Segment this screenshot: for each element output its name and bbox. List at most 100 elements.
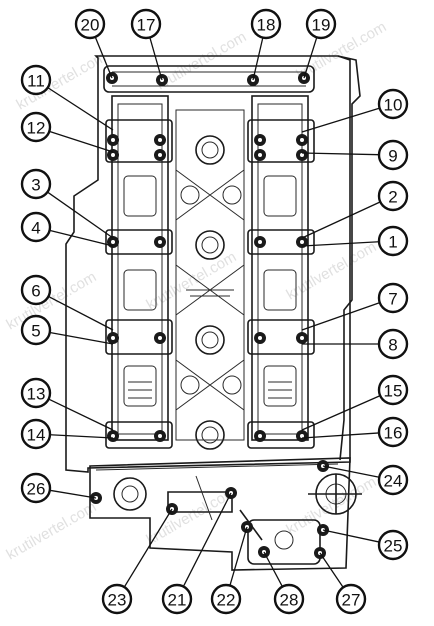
callout-circle (20, 377, 52, 409)
leader-line (94, 36, 113, 79)
callout-1: 1 (301, 225, 409, 257)
callout-number: 22 (217, 591, 236, 610)
callout-14: 14 (20, 418, 114, 450)
callout-number: 21 (168, 591, 187, 610)
bolt-icon (154, 149, 166, 161)
callout-12: 12 (20, 111, 114, 153)
callout-number: 12 (27, 119, 46, 138)
callout-18: 18 (250, 8, 282, 81)
callout-number: 11 (27, 72, 45, 91)
callout-circle (20, 274, 52, 306)
callout-number: 5 (31, 322, 40, 341)
callout-circle (377, 225, 409, 257)
watermark-layer: krutilvertel.com krutilvertel.com krutil… (4, 18, 390, 563)
bolt-icon (254, 332, 266, 344)
callout-circle (210, 583, 242, 615)
callout-13: 13 (20, 377, 114, 431)
callout-circle (20, 168, 52, 200)
bolt-icon (154, 332, 166, 344)
callout-number: 7 (388, 290, 397, 309)
callout-number: 8 (388, 336, 397, 355)
callout-28: 28 (263, 551, 305, 615)
leader-line (229, 526, 248, 586)
callout-circle (20, 211, 52, 243)
callout-circle (377, 464, 409, 496)
callout-number: 26 (27, 480, 46, 499)
callout-8: 8 (302, 328, 409, 360)
bolt-icon (154, 134, 166, 146)
callout-circle (377, 529, 409, 561)
bolt-icon (107, 430, 119, 442)
bolt-icon (154, 430, 166, 442)
callout-circle (335, 583, 367, 615)
spark-plug-wells (180, 135, 242, 450)
callout-circle (20, 418, 52, 450)
leader-line (301, 201, 381, 239)
callout-circle (130, 8, 162, 40)
callout-9: 9 (301, 139, 409, 171)
leader-line (47, 191, 114, 239)
callout-number: 28 (280, 591, 299, 610)
callout-number: 15 (384, 382, 403, 401)
callout-16: 16 (301, 416, 409, 448)
leader-line (49, 130, 114, 153)
bolt-icon (254, 134, 266, 146)
leader-line (49, 489, 97, 499)
callout-number: 23 (108, 591, 127, 610)
callout-circle (377, 416, 409, 448)
callout-circle (250, 8, 282, 40)
callout-number: 25 (384, 537, 403, 556)
leader-line (301, 241, 380, 247)
callout-21: 21 (161, 492, 232, 615)
watermark-text: krutilvertel.com (4, 268, 100, 333)
watermark-text: krutilvertel.com (284, 238, 380, 303)
bolt-icon (296, 236, 308, 248)
callout-circle (101, 583, 133, 615)
callout-circle (273, 583, 305, 615)
leader-line (149, 37, 163, 81)
callout-number: 20 (81, 16, 100, 35)
callout-circle (377, 139, 409, 171)
bolt-icon (296, 430, 308, 442)
watermark-text: krutilvertel.com (4, 498, 100, 563)
callout-number: 24 (384, 472, 403, 491)
callout-20: 20 (74, 8, 113, 79)
leader-line (48, 398, 114, 431)
callout-3: 3 (20, 168, 114, 239)
callout-22: 22 (210, 526, 248, 615)
callout-circle (20, 314, 52, 346)
callout-number: 3 (31, 176, 40, 195)
leader-line (263, 551, 283, 587)
callout-circle (74, 8, 106, 40)
callout-number: 2 (388, 188, 397, 207)
callout-number: 19 (312, 16, 331, 35)
watermark-text: krutilvertel.com (144, 483, 240, 548)
callout-25: 25 (322, 529, 409, 561)
callout-15: 15 (301, 374, 409, 431)
callout-circle (377, 180, 409, 212)
callout-number: 10 (384, 96, 403, 115)
callout-11: 11 (20, 64, 114, 131)
callout-6: 6 (20, 274, 114, 331)
bolt-icon (296, 332, 308, 344)
callout-19: 19 (303, 8, 337, 79)
leader-line (301, 107, 380, 133)
leader-line (319, 552, 344, 588)
callout-23: 23 (101, 508, 173, 615)
callout-circle (161, 583, 193, 615)
callout-number: 17 (137, 16, 156, 35)
callout-10: 10 (301, 88, 409, 133)
leader-line (301, 152, 380, 156)
watermark-text: krutilvertel.com (284, 473, 380, 538)
leader-line (301, 395, 381, 431)
callout-circle (20, 472, 52, 504)
bolt-icon (296, 134, 308, 146)
leader-line (123, 508, 173, 588)
callout-circle (305, 8, 337, 40)
bolt-icon (254, 149, 266, 161)
callout-17: 17 (130, 8, 163, 81)
callout-26: 26 (20, 472, 97, 504)
callout-24: 24 (322, 464, 409, 496)
